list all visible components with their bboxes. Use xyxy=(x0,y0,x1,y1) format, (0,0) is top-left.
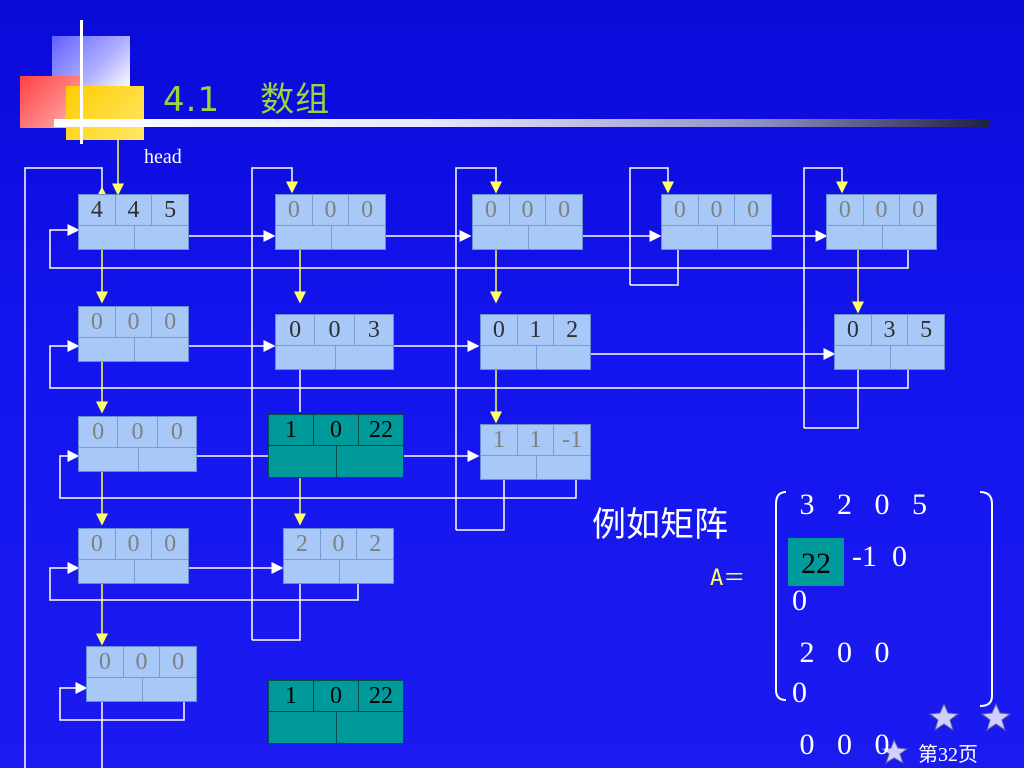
node-col: 0 xyxy=(510,195,547,225)
node-val: 22 xyxy=(369,417,393,443)
node-val: 0 xyxy=(164,531,177,557)
node-row: 0 xyxy=(827,195,864,225)
node-val: 0 xyxy=(172,649,185,675)
node-col: 0 xyxy=(118,417,158,447)
node-row: 2 xyxy=(284,529,321,559)
node-col: 0 xyxy=(321,529,358,559)
node-val: 3 xyxy=(367,317,380,343)
star-icon xyxy=(980,702,1012,732)
title-number: 4.1 xyxy=(163,80,221,120)
node-col: 0 xyxy=(864,195,901,225)
node-col: 0 xyxy=(116,529,153,559)
node-val: 0 xyxy=(747,197,760,223)
node-col: 0 xyxy=(699,195,736,225)
node-col: 1 xyxy=(518,315,555,345)
node-val: 0 xyxy=(912,197,925,223)
head-label: head xyxy=(144,146,182,168)
title-underline xyxy=(54,119,990,127)
node-val: -1 xyxy=(562,427,583,453)
page-title: 4.1 数组 xyxy=(163,72,330,121)
node-row: 0 xyxy=(662,195,699,225)
node-val: 0 xyxy=(361,197,374,223)
node-val: 2 xyxy=(566,317,579,343)
node-col: 0 xyxy=(124,647,161,677)
node-row: 0 xyxy=(79,529,116,559)
node-row: 0 xyxy=(835,315,872,345)
node-col: 0 xyxy=(314,415,359,445)
node-val: 5 xyxy=(164,197,177,223)
node-col: 0 xyxy=(116,307,153,337)
node-val: 0 xyxy=(170,419,183,445)
node-row: 0 xyxy=(276,315,316,345)
matrix-row-1: 3 2 0 5 xyxy=(792,488,928,521)
node-row: 0 xyxy=(87,647,124,677)
matrix-highlight-cell: 22 xyxy=(788,538,844,586)
node-col: 0 xyxy=(315,315,355,345)
node-row: 0 xyxy=(473,195,510,225)
matrix-row-3-wrap: 0 xyxy=(792,676,807,709)
node-val: 2 xyxy=(369,531,382,557)
node-row: 1 xyxy=(481,425,518,455)
node-col: 0 xyxy=(314,681,359,711)
node-row: 0 xyxy=(79,417,119,447)
node-row: 1 xyxy=(269,681,314,711)
node-col: 4 xyxy=(116,195,153,225)
node-col: 0 xyxy=(313,195,350,225)
node-col: 1 xyxy=(518,425,555,455)
node-row: 0 xyxy=(276,195,313,225)
matrix-row-4: 0 0 0 xyxy=(792,728,890,761)
matrix-row-2: -1 0 xyxy=(792,540,907,573)
matrix-row-2-wrap: 0 xyxy=(792,584,807,617)
decor-vertical-line xyxy=(80,20,83,144)
node-val: 0 xyxy=(558,197,571,223)
node-row: 4 xyxy=(79,195,116,225)
star-icon xyxy=(880,738,909,765)
node-val: 5 xyxy=(920,317,933,343)
node-row: 0 xyxy=(481,315,518,345)
example-label: 例如矩阵 xyxy=(592,505,728,545)
matrix-label: A＝ xyxy=(710,566,746,591)
matrix-row-3: 2 0 0 xyxy=(792,636,890,669)
decor-yellow-square xyxy=(66,86,144,140)
star-icon xyxy=(928,702,960,732)
node-row: 0 xyxy=(79,307,116,337)
node-col: 3 xyxy=(872,315,909,345)
node-val: 22 xyxy=(369,683,393,709)
node-row: 1 xyxy=(269,415,314,445)
page-number: 第32页 xyxy=(918,744,978,766)
node-val: 0 xyxy=(164,309,177,335)
title-text: 数组 xyxy=(260,80,331,120)
